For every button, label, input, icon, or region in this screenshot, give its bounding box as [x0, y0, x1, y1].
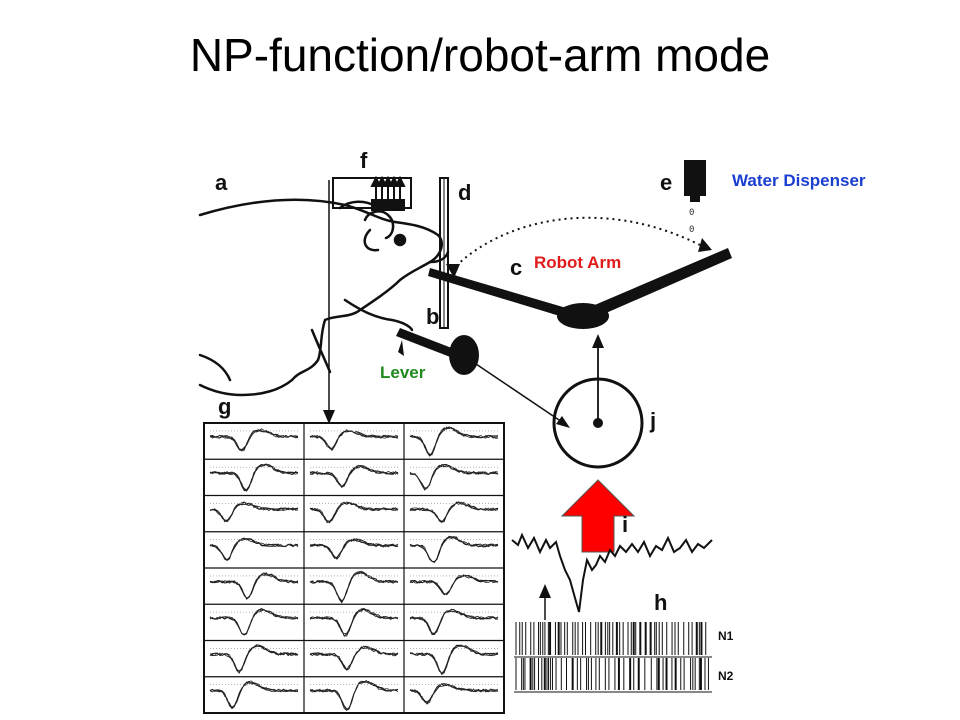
spike-waveform: [409, 501, 499, 522]
panel-label-c: c: [510, 255, 522, 280]
spike-waveform: [309, 430, 399, 451]
wall-panel: [439, 177, 449, 329]
panel-label-i: i: [622, 512, 628, 537]
neural-signal-trace: [511, 532, 713, 613]
spike-waveform: [310, 538, 399, 560]
spike-waveform: [409, 608, 499, 636]
slide-title: NP-function/robot-arm mode: [189, 29, 771, 81]
neural-processor-j: [552, 377, 644, 469]
neuron-n2-label: N2: [718, 669, 734, 683]
spike-waveform: [409, 610, 499, 634]
electrode-array: [332, 175, 412, 211]
spike-waveform: [209, 463, 299, 491]
spike-waveform: [409, 426, 499, 456]
spike-waveform: [309, 501, 399, 522]
waveform-grid: [203, 422, 505, 714]
robot-arm: [428, 248, 732, 329]
spike-waveform: [409, 610, 499, 635]
panel-label-j: j: [649, 408, 656, 433]
panel-label-e: e: [660, 170, 672, 195]
feedback-arrow: [560, 479, 636, 553]
spike-waveform: [209, 572, 299, 599]
panel-label-g: g: [218, 394, 231, 419]
panel-label-a: a: [215, 170, 228, 195]
spike-waveform: [209, 608, 299, 635]
spike-waveform: [309, 681, 399, 711]
spike-waveform: [309, 465, 399, 488]
robot-arm-label: Robot Arm: [534, 253, 621, 272]
spike-waveform: [309, 645, 399, 671]
spike-waveform: [209, 501, 299, 521]
spike-waveform: [410, 683, 499, 705]
spike-waveform: [409, 536, 499, 563]
spike-waveform: [409, 574, 499, 595]
panel-label-h: h: [654, 590, 667, 615]
spike-waveform: [409, 684, 499, 705]
spike-waveform: [209, 681, 299, 709]
spike-waveform: [309, 571, 399, 603]
svg-text:0: 0: [689, 225, 694, 235]
spike-waveform: [409, 683, 499, 704]
spike-waveform: [209, 428, 299, 451]
spike-waveform: [209, 609, 299, 635]
lever-device: [396, 328, 479, 375]
spike-waveform: [309, 608, 399, 635]
svg-text:0: 0: [689, 208, 694, 218]
lever-label: Lever: [380, 363, 426, 382]
spike-raster: [514, 622, 712, 693]
spike-waveform: [409, 644, 499, 674]
panel-label-b: b: [426, 304, 439, 329]
neuron-n1-label: N1: [718, 629, 734, 643]
spike-waveform: [209, 644, 299, 674]
water-dispenser-device: 0 0: [684, 160, 706, 235]
spike-waveform: [409, 464, 499, 489]
spike-waveform: [209, 680, 299, 708]
spike-waveform: [209, 502, 298, 522]
spike-waveform: [209, 538, 299, 561]
spike-waveform: [309, 570, 399, 604]
water-dispenser-label: Water Dispenser: [732, 171, 866, 190]
panel-label-d: d: [458, 180, 471, 205]
spike-waveform: [309, 538, 399, 559]
spike-waveform: [409, 463, 499, 491]
spike-waveform: [209, 463, 299, 492]
spike-waveform: [409, 501, 499, 523]
panel-label-f: f: [360, 148, 368, 173]
